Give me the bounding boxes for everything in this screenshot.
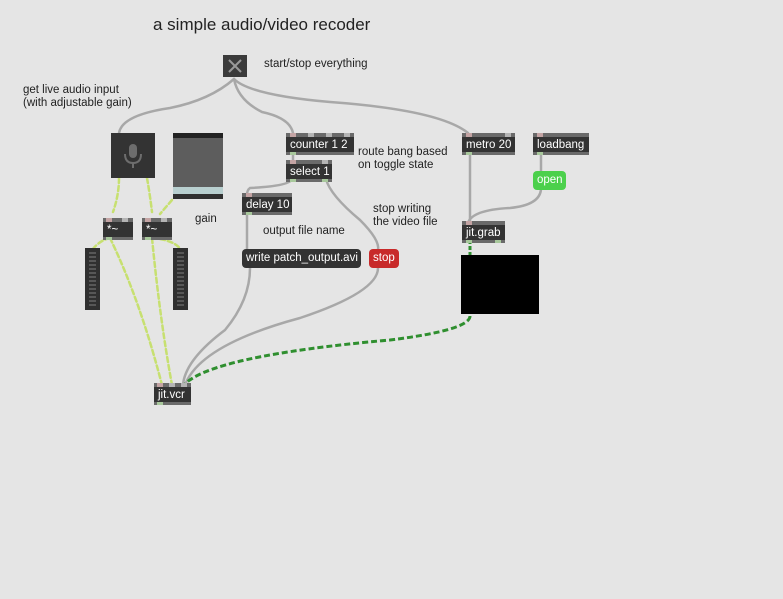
outlet[interactable] [290, 152, 296, 155]
comment-stop-writing: stop writing the video file [373, 203, 438, 228]
object-mul-right-label: *~ [146, 224, 158, 236]
cord-write-vcr [181, 266, 252, 387]
signal-cord-mic-left [111, 176, 121, 214]
video-display-window [461, 255, 539, 314]
outlet[interactable] [322, 179, 328, 182]
comment-startstop: start/stop everything [264, 58, 368, 70]
level-meter-left [85, 248, 100, 310]
microphone-icon [124, 144, 142, 168]
inlet[interactable] [537, 133, 543, 137]
signal-cord-mic-right [145, 176, 154, 214]
outlet[interactable] [145, 237, 151, 240]
object-mul-right[interactable]: *~ [142, 218, 172, 240]
gain-slider-knob[interactable] [173, 187, 223, 194]
inlet[interactable] [161, 218, 167, 222]
message-open[interactable]: open [533, 171, 566, 190]
outlet[interactable] [495, 240, 501, 243]
inlet[interactable] [290, 160, 296, 164]
inlet[interactable] [326, 133, 332, 137]
object-counter-label: counter 1 2 [290, 139, 348, 151]
object-select-label: select 1 [290, 166, 330, 178]
toggle-x-icon [228, 59, 242, 73]
inlet[interactable] [290, 133, 296, 137]
cord-open-grab [466, 187, 543, 225]
object-jit-grab[interactable]: jit.grab [462, 221, 505, 243]
object-counter[interactable]: counter 1 2 [286, 133, 354, 155]
inlet[interactable] [169, 383, 175, 387]
signal-cord-right-vcr [150, 236, 174, 387]
cord-stop-vcr [183, 266, 380, 387]
object-loadbang[interactable]: loadbang [533, 133, 589, 155]
inlet[interactable] [505, 133, 511, 137]
object-loadbang-label: loadbang [537, 139, 585, 151]
object-mul-left[interactable]: *~ [103, 218, 133, 240]
outlet[interactable] [537, 152, 543, 155]
inlet[interactable] [106, 218, 112, 222]
toggle-start-stop[interactable] [223, 55, 247, 77]
inlet[interactable] [308, 133, 314, 137]
message-stop[interactable]: stop [369, 249, 399, 268]
signal-cord-gain-right [158, 198, 174, 216]
message-write[interactable]: write patch_output.avi [242, 249, 361, 268]
inlet[interactable] [157, 383, 163, 387]
object-jit-grab-label: jit.grab [466, 227, 501, 239]
outlet[interactable] [466, 240, 472, 243]
patch-title: a simple audio/video recoder [153, 15, 371, 34]
outlet[interactable] [106, 237, 112, 240]
comment-route-bang: route bang based on toggle state [358, 146, 448, 171]
video-cord-grab-vcr [182, 315, 472, 387]
object-delay-label: delay 10 [246, 199, 290, 211]
signal-cord-left-vcr [108, 236, 164, 387]
inlet[interactable] [466, 133, 472, 137]
object-jit-vcr-label: jit.vcr [158, 389, 185, 401]
inlet[interactable] [466, 221, 472, 225]
object-jit-vcr[interactable]: jit.vcr [154, 383, 191, 405]
cord-toggle-counter [232, 77, 295, 135]
object-metro-label: metro 20 [466, 139, 512, 151]
object-delay[interactable]: delay 10 [242, 193, 292, 215]
outlet[interactable] [157, 402, 163, 405]
comment-gain: gain [195, 213, 217, 225]
adc-mic-object[interactable] [111, 133, 155, 178]
inlet[interactable] [246, 193, 252, 197]
cord-toggle-mic [117, 77, 236, 135]
inlet[interactable] [122, 218, 128, 222]
object-select[interactable]: select 1 [286, 160, 332, 182]
inlet[interactable] [344, 133, 350, 137]
outlet[interactable] [466, 152, 472, 155]
comment-output-file: output file name [263, 225, 345, 237]
object-metro[interactable]: metro 20 [462, 133, 515, 155]
inlet[interactable] [145, 218, 151, 222]
inlet[interactable] [181, 383, 187, 387]
cord-select-delay [245, 177, 294, 197]
outlet[interactable] [290, 179, 296, 182]
inlet[interactable] [322, 160, 328, 164]
level-meter-right [173, 248, 188, 310]
cord-select-stop [324, 177, 380, 252]
comment-live-audio: get live audio input (with adjustable ga… [23, 84, 132, 109]
object-mul-left-label: *~ [107, 224, 119, 236]
gain-slider-track [173, 138, 223, 187]
gain-slider[interactable] [173, 133, 223, 199]
outlet[interactable] [246, 212, 252, 215]
cord-toggle-metro [232, 77, 470, 135]
